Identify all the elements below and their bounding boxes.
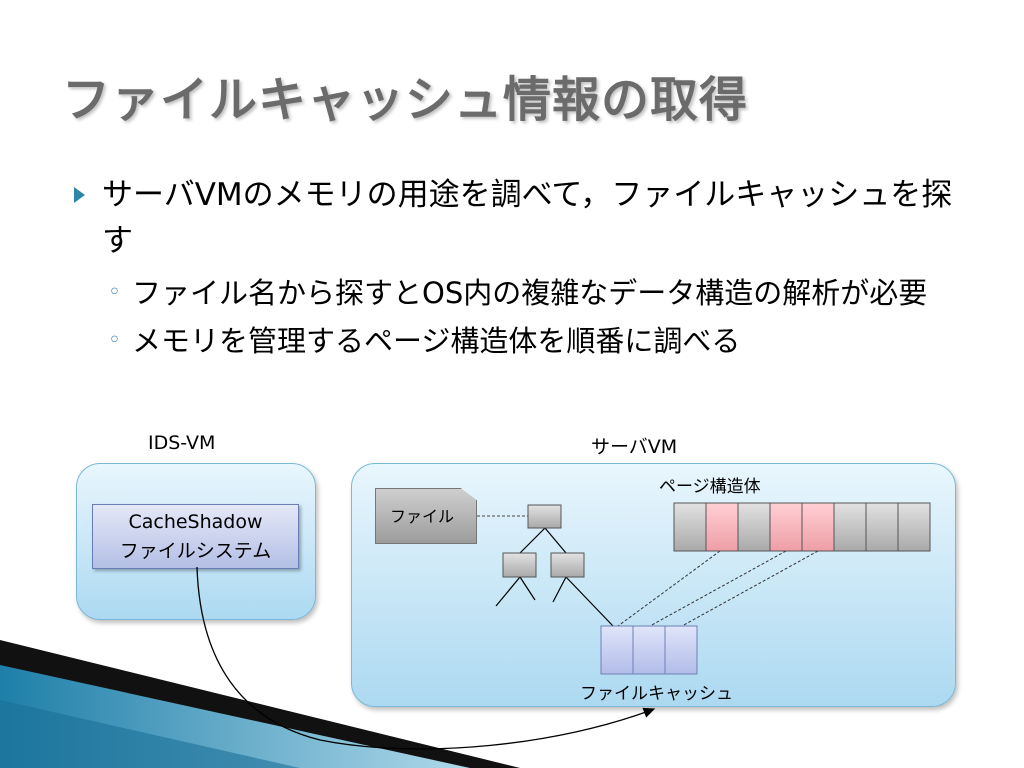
page-struct-cell-highlight <box>705 502 739 552</box>
cacheshadow-fs-box: CacheShadow ファイルシステム <box>92 504 299 569</box>
page-struct-cell <box>673 502 707 552</box>
sub-bullet-text: ファイル名から探すとOS内の複雑なデータ構造の解析が必要 <box>132 276 928 310</box>
server-vm-label: サーバVM <box>591 436 678 458</box>
slide-title: ファイルキャッシュ情報の取得 <box>62 72 749 128</box>
page-cache-link <box>649 550 787 627</box>
bullet-list: サーバVMのメモリの用途を調べて，ファイルキャッシュを探す ◦ ファイル名から探… <box>70 172 970 362</box>
triangle-bullet-icon <box>74 187 85 203</box>
file-cache-cell <box>664 625 698 675</box>
tree-edge <box>495 576 521 607</box>
sub-bullet-text: メモリを管理するページ構造体を順番に調べる <box>132 324 741 358</box>
file-box: ファイル <box>375 488 477 544</box>
page-cache-link <box>617 550 721 627</box>
tree-node <box>527 504 562 529</box>
access-arrow <box>196 566 656 750</box>
circle-bullet-icon: ◦ <box>108 280 121 305</box>
page-struct-array <box>673 502 931 552</box>
page-struct-label: ページ構造体 <box>659 477 761 497</box>
page-struct-cell <box>865 502 899 552</box>
tree-node <box>550 552 585 578</box>
page-struct-cell <box>833 502 867 552</box>
page-struct-cell <box>737 502 771 552</box>
sub-bullet-item: ◦ メモリを管理するページ構造体を順番に調べる <box>70 320 970 362</box>
cacheshadow-line1: CacheShadow <box>128 511 263 533</box>
sub-bullet-item: ◦ ファイル名から探すとOS内の複雑なデータ構造の解析が必要 <box>70 272 970 314</box>
cacheshadow-line2: ファイルシステム <box>119 540 272 562</box>
tree-edge <box>552 576 567 603</box>
file-cache-label: ファイルキャッシュ <box>580 684 733 704</box>
tree-node <box>502 552 537 578</box>
file-cache-cell <box>632 625 666 675</box>
circle-bullet-icon: ◦ <box>108 328 121 353</box>
tree-edge <box>565 576 614 627</box>
tree-edge <box>519 576 536 601</box>
ids-vm-label: IDS-VM <box>148 432 216 454</box>
bullet-text: サーバVMのメモリの用途を調べて，ファイルキャッシュを探す <box>102 177 953 259</box>
tree-edge <box>519 527 546 554</box>
page-cache-link <box>681 550 819 627</box>
file-cache-cell <box>600 625 634 675</box>
page-struct-cell <box>897 502 931 552</box>
page-struct-cell-highlight <box>801 502 835 552</box>
bullet-item: サーバVMのメモリの用途を調べて，ファイルキャッシュを探す <box>70 172 970 264</box>
page-struct-cell-highlight <box>769 502 803 552</box>
tree-edge <box>544 527 567 554</box>
file-cache-array <box>600 625 698 675</box>
